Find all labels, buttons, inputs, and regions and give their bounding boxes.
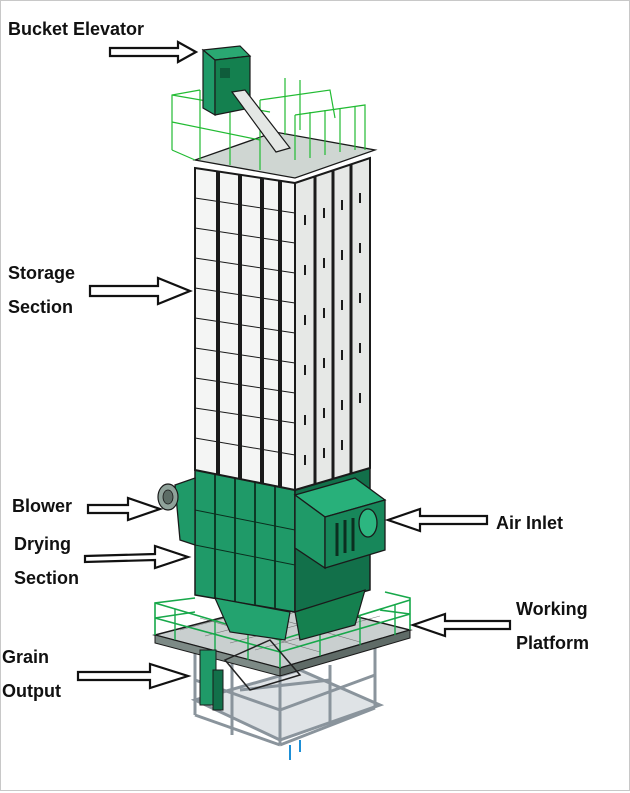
label-grain-output-line2: Output [2,681,61,701]
bucket-elevator [201,45,292,153]
label-grain-output-line1: Grain [2,647,50,667]
arrow-working-platform [409,612,512,638]
top-platform [171,78,378,179]
arrow-storage-section [88,276,193,306]
label-drying-section-line1: Drying [14,534,72,554]
label-working-platform-line1: Working [516,599,588,619]
air-inlet [293,477,387,570]
arrow-air-inlet [384,507,489,533]
label-air-inlet: Air Inlet [496,513,564,533]
arrow-bucket-elevator [108,40,199,64]
drying-section [194,466,371,641]
storage-section [194,156,371,492]
grain-output [199,639,302,711]
label-storage-section-line1: Storage [8,263,76,283]
label-bucket-elevator: Bucket Elevator [8,19,145,39]
label-blower: Blower [12,496,73,516]
blower [157,477,196,546]
label-storage-section-line2: Section [8,297,74,317]
arrow-blower [86,496,164,522]
label-drying-section-line2: Section [14,568,80,588]
base-frame [190,640,385,760]
label-working-platform-line2: Platform [516,633,590,653]
arrow-drying-section [83,544,192,570]
arrow-grain-output [76,662,192,690]
arrows [76,40,512,690]
